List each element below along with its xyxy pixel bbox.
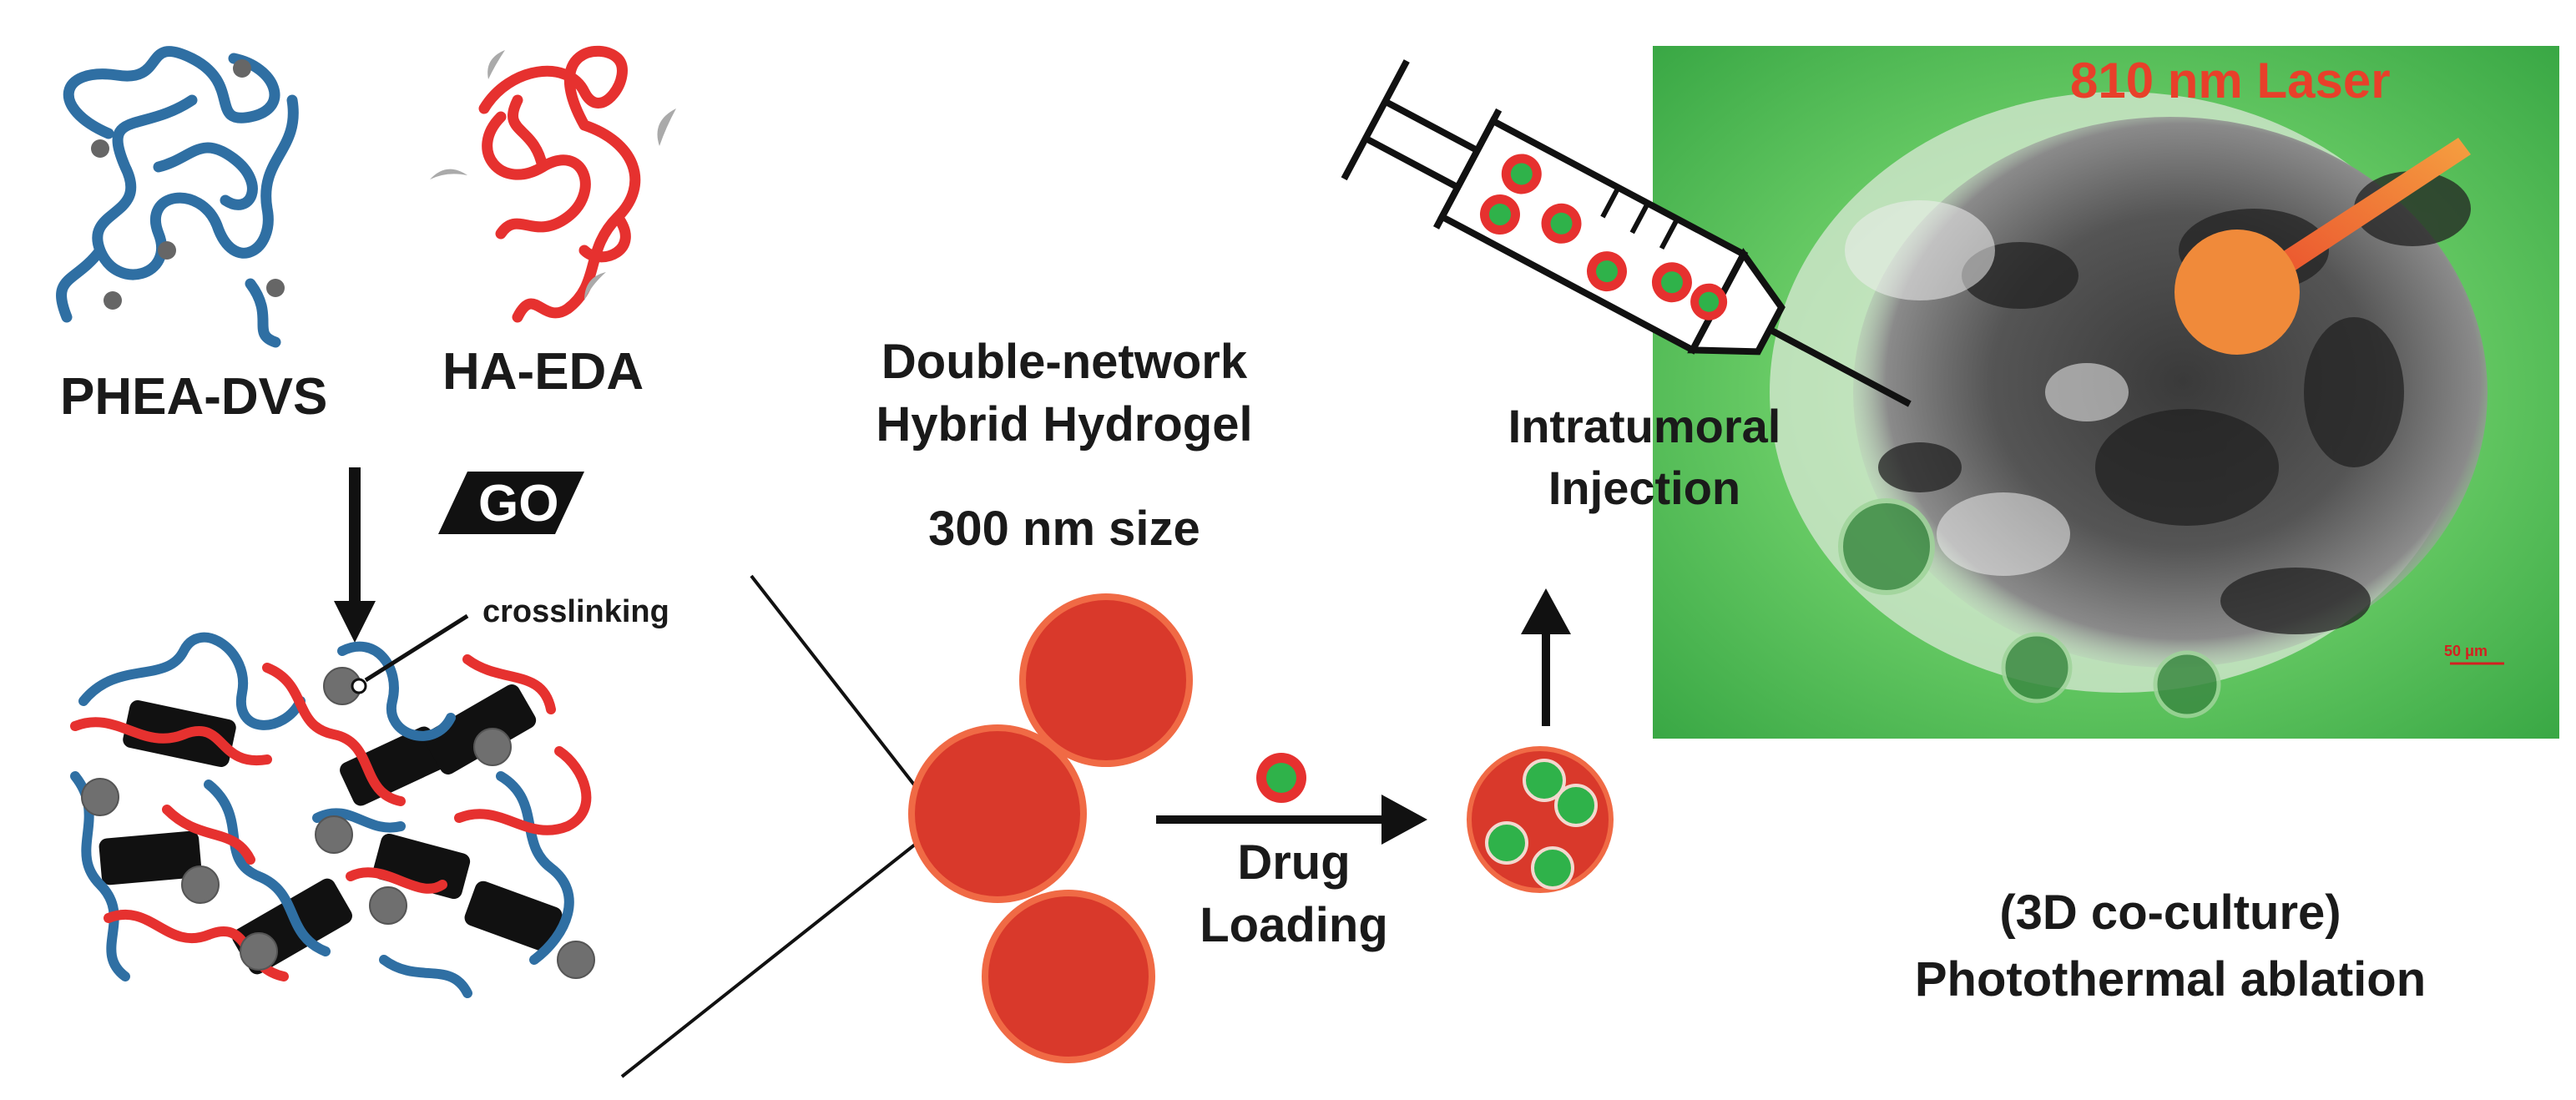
crosslinking-pointer [364, 613, 469, 683]
crosslink-node [473, 728, 512, 766]
syringe [1341, 59, 1912, 407]
eda-group [430, 169, 467, 179]
eda-group [487, 50, 505, 79]
go-tag [438, 472, 584, 534]
syringe-needle [1768, 326, 1912, 407]
eda-group [584, 272, 606, 300]
ha-eda-label: HA-EDA [442, 343, 644, 401]
phea-dvs-label: PHEA-DVS [60, 368, 328, 426]
hybrid-network [70, 613, 595, 998]
injection-label-line1: Intratumoral [1508, 400, 1781, 452]
free-drug-particle [1256, 753, 1306, 803]
injection-label-line2: Injection [1548, 462, 1741, 514]
phea-dvs-polymer [56, 46, 299, 348]
laser-label: 810 nm Laser [2070, 53, 2391, 108]
dvs-group [158, 241, 176, 260]
eda-group [657, 108, 676, 146]
crosslink-node [557, 941, 595, 979]
crosslink-node [240, 932, 278, 971]
drug-loading-arrow [1156, 795, 1427, 845]
crosslinking-label: crosslinking [482, 594, 669, 629]
go-label: GO [478, 475, 559, 532]
drug-loading-line1: Drug [1237, 835, 1351, 890]
injection-arrow [1521, 588, 1571, 726]
zoom-lines [620, 574, 958, 1078]
nanogel-cluster [908, 593, 1193, 1063]
crosslink-node [181, 865, 220, 904]
syringe-nanogels [1479, 154, 1728, 320]
hydrogel-label-line1: Double-network [881, 335, 1248, 389]
drug-loaded-nanogel [1467, 746, 1614, 893]
hydrogel-label-line2: Hybrid Hydrogel [876, 397, 1253, 452]
ha-eda-polymer [430, 45, 676, 323]
dvs-group [233, 59, 251, 78]
dvs-group [91, 139, 109, 158]
nanogel [908, 724, 1087, 903]
outcome-label-line1: (3D co-culture) [1999, 886, 2341, 940]
nanogel [1019, 593, 1193, 767]
scale-bar-label: 50 μm [2444, 643, 2488, 659]
size-label: 300 nm size [928, 502, 1200, 556]
crosslink-node [315, 815, 353, 854]
crosslink-arrow [334, 467, 376, 643]
outcome-label-line2: Photothermal ablation [1914, 952, 2427, 1007]
nanogel [982, 890, 1155, 1063]
drug-loading-line2: Loading [1200, 898, 1388, 952]
crosslink-node [369, 886, 407, 925]
syringe-plunger [1341, 59, 1410, 181]
dvs-group [104, 291, 122, 310]
dvs-group [266, 279, 285, 297]
laser-spot [2174, 230, 2300, 355]
tumor-micrograph [1653, 46, 2559, 739]
crosslink-node [81, 778, 119, 816]
